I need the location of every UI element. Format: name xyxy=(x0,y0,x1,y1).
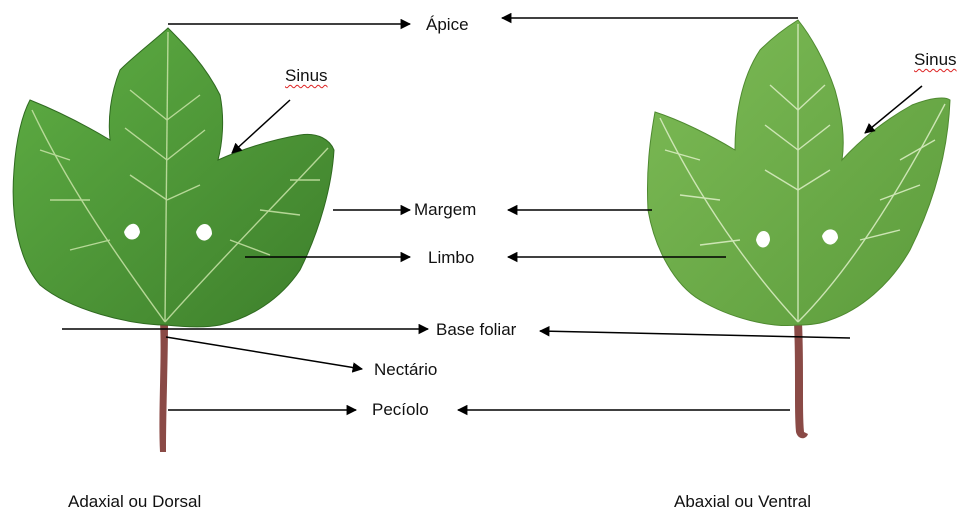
right-petiole xyxy=(794,322,808,438)
left-leaf xyxy=(13,28,334,452)
arrow-nectario xyxy=(166,337,362,369)
label-margem: Margem xyxy=(414,200,476,220)
label-apice: Ápice xyxy=(426,15,469,35)
right-leaf-blade xyxy=(647,20,950,326)
label-peciolo: Pecíolo xyxy=(372,400,429,420)
arrow-base-right xyxy=(540,331,850,338)
label-sinus-left: Sinus xyxy=(285,66,328,86)
left-petiole xyxy=(159,322,168,452)
label-limbo: Limbo xyxy=(428,248,474,268)
label-sinus-right: Sinus xyxy=(914,50,957,70)
right-leaf xyxy=(647,20,950,438)
caption-left: Adaxial ou Dorsal xyxy=(68,492,201,512)
label-nectario: Nectário xyxy=(374,360,437,380)
caption-right: Abaxial ou Ventral xyxy=(674,492,811,512)
label-base-foliar: Base foliar xyxy=(436,320,516,340)
